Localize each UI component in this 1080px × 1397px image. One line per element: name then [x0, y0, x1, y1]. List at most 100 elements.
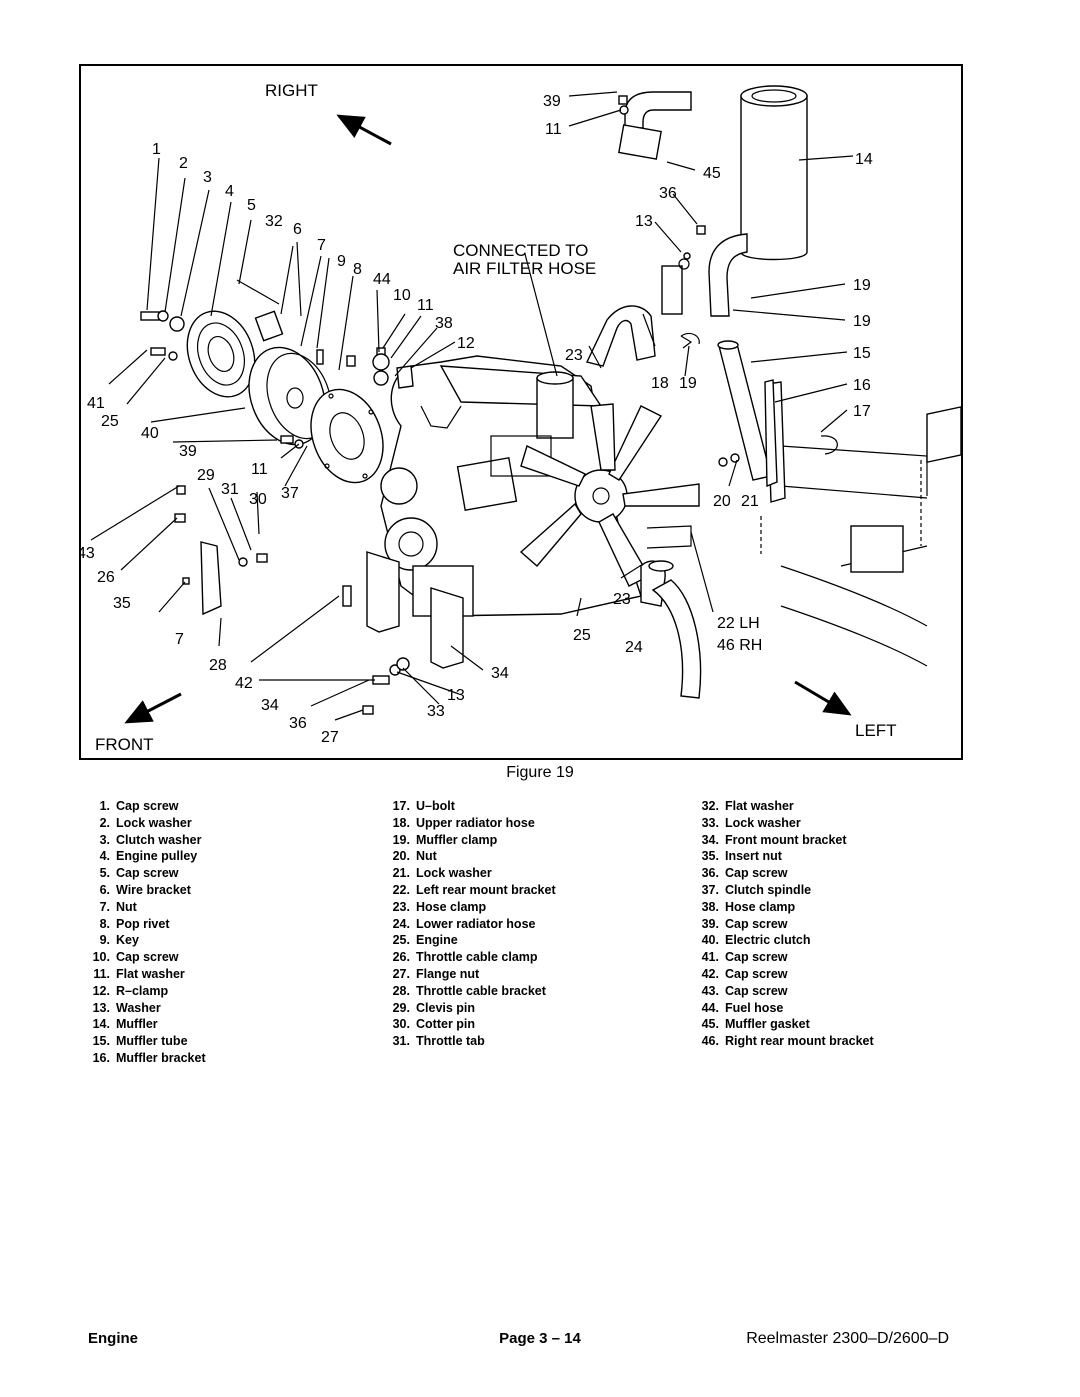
legend-item: 23. Hose clamp	[388, 899, 556, 916]
legend-item: 5. Cap screw	[88, 865, 206, 882]
legend-item: 26.Throttle cable clamp	[388, 949, 556, 966]
legend-item-number: 29.	[392, 1000, 410, 1015]
direction-label-front: FRONT	[95, 735, 154, 754]
callout: 10	[393, 287, 411, 304]
legend-item: 10.Cap screw	[88, 949, 206, 966]
legend-item: 38.Hose clamp	[697, 899, 874, 916]
legend-item-number: 6.	[99, 882, 110, 897]
legend-item-number: 42.	[701, 966, 719, 981]
legend-item-label: Lock washer	[116, 815, 192, 830]
callout: 42	[235, 675, 253, 692]
callout: 19	[679, 375, 697, 392]
legend-item-number: 34.	[701, 832, 719, 847]
legend-item-number: 32.	[701, 799, 719, 813]
callout: 36	[659, 185, 677, 202]
legend-item-number: 41.	[701, 950, 719, 965]
footer-product-name: Reelmaster 2300–D/2600–D	[746, 1330, 949, 1347]
direction-label-left: LEFT	[855, 721, 897, 740]
legend-item: 42.Cap screw	[697, 966, 874, 983]
legend-item: 18.Upper radiator hose	[388, 815, 556, 832]
callout: 26	[97, 569, 115, 586]
legend-item: 11.Flat washer	[88, 966, 206, 983]
legend-item-label: Clutch spindle	[725, 882, 812, 897]
callout: 32	[265, 213, 283, 230]
callout: 21	[741, 493, 759, 510]
callout: 19	[853, 277, 871, 294]
legend-item-label: Cap screw	[725, 983, 788, 998]
callout: 33	[427, 703, 445, 720]
legend-item-label: U–bolt	[416, 799, 455, 813]
callout: 23	[613, 591, 631, 608]
legend-item-label: Left rear mount bracket	[416, 882, 556, 897]
legend-item-number: 46.	[701, 1034, 719, 1049]
legend-item-number: 27.	[392, 966, 410, 981]
legend-item: 4.Engine pulley	[88, 848, 206, 865]
callout: 28	[209, 657, 227, 674]
legend-item-label: Cap screw	[725, 916, 788, 931]
legend-item-label: Lock washer	[416, 866, 492, 881]
legend-item: 19.Muffler clamp	[388, 832, 556, 849]
legend-item-label: Throttle cable bracket	[416, 983, 546, 998]
legend-item: 29. Clevis pin	[388, 1000, 556, 1017]
legend-item-label: Cap screw	[725, 950, 788, 965]
radiator-fan	[519, 403, 700, 587]
legend-item-number: 37.	[701, 882, 719, 897]
callout: 41	[87, 395, 105, 412]
legend-item: 37. Clutch spindle	[697, 882, 874, 899]
callout: 15	[853, 345, 871, 362]
legend-item-number: 30.	[392, 1017, 410, 1032]
legend-item-label: Key	[116, 933, 139, 948]
legend-item-label: Hose clamp	[416, 899, 487, 914]
legend-item: 39.Cap screw	[697, 916, 874, 933]
engine-exploded-diagram: 1 2 3 4 5 32 6 7 9 8 44 10 11 38 12 41 2…	[81, 81, 961, 754]
muffler	[618, 85, 808, 317]
legend-item-label: Throttle cable clamp	[416, 950, 538, 965]
legend-item-label: Front mount bracket	[725, 832, 847, 847]
callout: 17	[853, 403, 871, 420]
legend-item-number: 23.	[392, 899, 410, 914]
legend-item: 20.Nut	[388, 848, 556, 865]
clutch-pulley	[186, 310, 384, 484]
legend-item-label: Cap screw	[116, 866, 179, 881]
legend-item-number: 18.	[392, 815, 410, 830]
callout: 5	[247, 197, 256, 214]
callout: 23	[565, 347, 583, 364]
callout: 6	[293, 221, 302, 238]
legend-item-number: 1.	[99, 799, 110, 813]
legend-item-label: Muffler clamp	[416, 832, 498, 847]
legend-item-number: 15.	[92, 1034, 110, 1049]
legend-item: 1.Cap screw	[88, 798, 206, 815]
legend-item-number: 5.	[99, 866, 110, 881]
legend-item-label: Washer	[116, 1000, 161, 1015]
legend-item-label: Cap screw	[116, 950, 179, 965]
legend-item: 3.Clutch washer	[88, 832, 206, 849]
direction-arrows	[124, 114, 852, 724]
callout: 19	[853, 313, 871, 330]
legend-item: 43.Cap screw	[697, 983, 874, 1000]
legend-item-number: 40.	[701, 933, 719, 948]
figure-caption: Figure 19	[506, 764, 574, 781]
callout: 16	[853, 377, 871, 394]
callout: 34	[491, 665, 509, 682]
legend-item-label: Clevis pin	[416, 1000, 476, 1015]
callout: 12	[457, 335, 475, 352]
callout: 35	[113, 595, 131, 612]
legend-item-number: 28.	[392, 983, 410, 998]
footer-page-number: Page 3 – 14	[499, 1330, 581, 1347]
note-line-2: AIR FILTER HOSE	[453, 259, 596, 278]
legend-item-label: Pop rivet	[116, 916, 170, 931]
legend-item: 17.U–bolt	[388, 798, 556, 815]
legend-item-number: 8.	[99, 916, 110, 931]
callout: 7	[175, 631, 184, 648]
legend-item: 12.R–clamp	[88, 983, 206, 1000]
legend-item-label: Engine	[416, 933, 458, 948]
legend-item: 40.Electric clutch	[697, 932, 874, 949]
legend-item-number: 16.	[92, 1050, 110, 1065]
callout: 25	[101, 413, 119, 430]
hardware	[140, 95, 740, 715]
legend-item: 35.Insert nut	[697, 848, 874, 865]
exploded-view-figure: 1 2 3 4 5 32 6 7 9 8 44 10 11 38 12 41 2…	[79, 64, 963, 760]
legend-item: 41. Cap screw	[697, 949, 874, 966]
callout: 29	[197, 467, 215, 484]
legend-item: 28. Throttle cable bracket	[388, 983, 556, 1000]
